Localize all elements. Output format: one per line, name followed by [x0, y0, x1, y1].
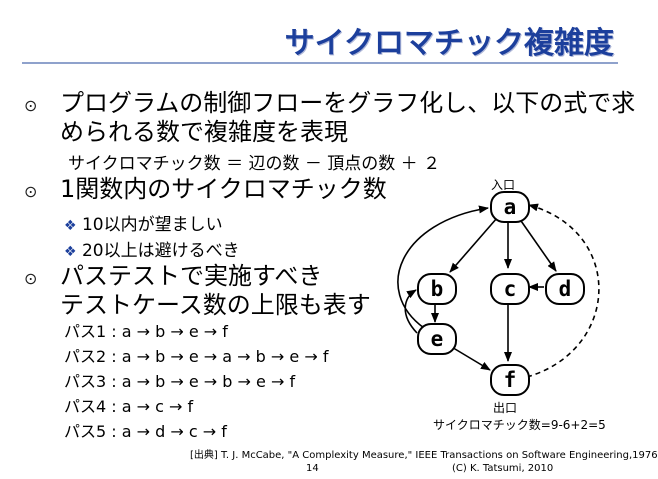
node-a: a — [490, 191, 530, 223]
circled-dot-icon: ⊙ — [24, 182, 38, 201]
diamond-flower-icon: ❖ — [64, 244, 77, 260]
sub-bullet-2: ❖ 20以上は避けるべき — [64, 236, 240, 261]
diamond-flower-icon: ❖ — [64, 218, 77, 234]
edge-f-a-virtual — [526, 203, 600, 378]
bullet-1: ⊙ — [24, 89, 37, 120]
edge-e-a — [397, 205, 489, 329]
slide-title: サイクロマチック複雑度 — [284, 26, 614, 61]
edge-e-f — [449, 345, 491, 371]
source-citation: [出典] T. J. McCabe, "A Complexity Measure… — [190, 450, 658, 461]
node-b: b — [417, 273, 457, 305]
path-item-2: パス2 : a → b → e → a → b → e → f — [64, 347, 329, 366]
sub-bullet-1: ❖ 10以内が望ましい — [64, 210, 223, 235]
bullet-3-line-2: テストケース数の上限も表す — [60, 291, 371, 319]
title-divider — [22, 62, 618, 64]
bullet-2: ⊙ — [24, 175, 37, 206]
edge-a-b — [449, 217, 498, 273]
node-d: d — [545, 273, 585, 305]
exit-label: 出口 — [493, 401, 518, 415]
bullet-1-line-2: められる数で複雑度を表現 — [60, 118, 348, 146]
bullet-3: ⊙ — [24, 262, 37, 293]
path-item-4: パス4 : a → c → f — [64, 397, 194, 416]
node-f: f — [490, 364, 530, 396]
sub-bullet-1-text: 10以内が望ましい — [81, 215, 223, 235]
path-item-5: パス5 : a → d → c → f — [64, 422, 227, 441]
circled-dot-icon: ⊙ — [24, 96, 38, 115]
bullet-2-line-1: 1関数内のサイクロマチック数 — [60, 175, 387, 203]
circled-dot-icon: ⊙ — [24, 269, 38, 288]
bullet-3-line-1: パステストで実施すべき — [60, 262, 323, 290]
sub-bullet-2-text: 20以上は避けるべき — [81, 241, 240, 261]
entry-label: 入口 — [491, 178, 516, 192]
formula: サイクロマチック数 ＝ 辺の数 － 頂点の数 ＋ ２ — [68, 154, 441, 174]
control-flow-graph — [397, 203, 600, 378]
page-number: 14 — [306, 463, 319, 474]
path-item-1: パス1 : a → b → e → f — [64, 322, 228, 341]
copyright: (C) K. Tatsumi, 2010 — [452, 463, 554, 474]
bullet-1-line-1: プログラムの制御フローをグラフ化し、以下の式で求 — [60, 89, 636, 117]
edge-a-d — [518, 217, 557, 272]
path-item-3: パス3 : a → b → e → b → e → f — [64, 372, 296, 391]
cyclomatic-result: サイクロマチック数=9-6+2=5 — [433, 418, 606, 432]
node-e: e — [417, 323, 457, 355]
node-c: c — [490, 273, 530, 305]
